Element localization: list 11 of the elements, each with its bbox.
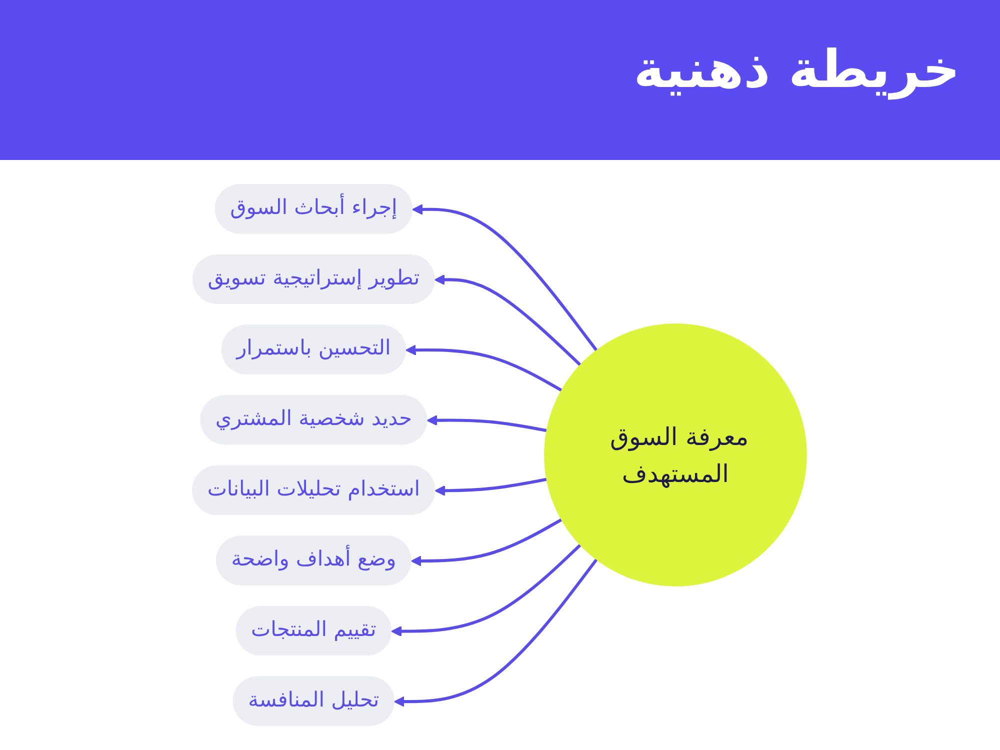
title: خريطة ذهنية bbox=[634, 40, 960, 100]
arrow bbox=[411, 518, 563, 566]
arrow bbox=[394, 558, 598, 707]
arrow bbox=[392, 544, 582, 637]
arrow bbox=[412, 204, 598, 352]
node-circle bbox=[544, 324, 808, 586]
arrow bbox=[406, 344, 563, 392]
arrow bbox=[435, 478, 548, 496]
mind-map-diagram: معرفة السوق المستهدف إجراء أبحاث السوق تطوير إستراتيجية تسويق التحسين باستمرار حديد شخصية المشتري استخدام تحليلات البيانات وضع أهداف واضحة تقييم المنتجات تحليل المنافسة bbox=[183, 175, 817, 735]
arrow bbox=[427, 414, 548, 432]
arrow bbox=[434, 274, 582, 366]
